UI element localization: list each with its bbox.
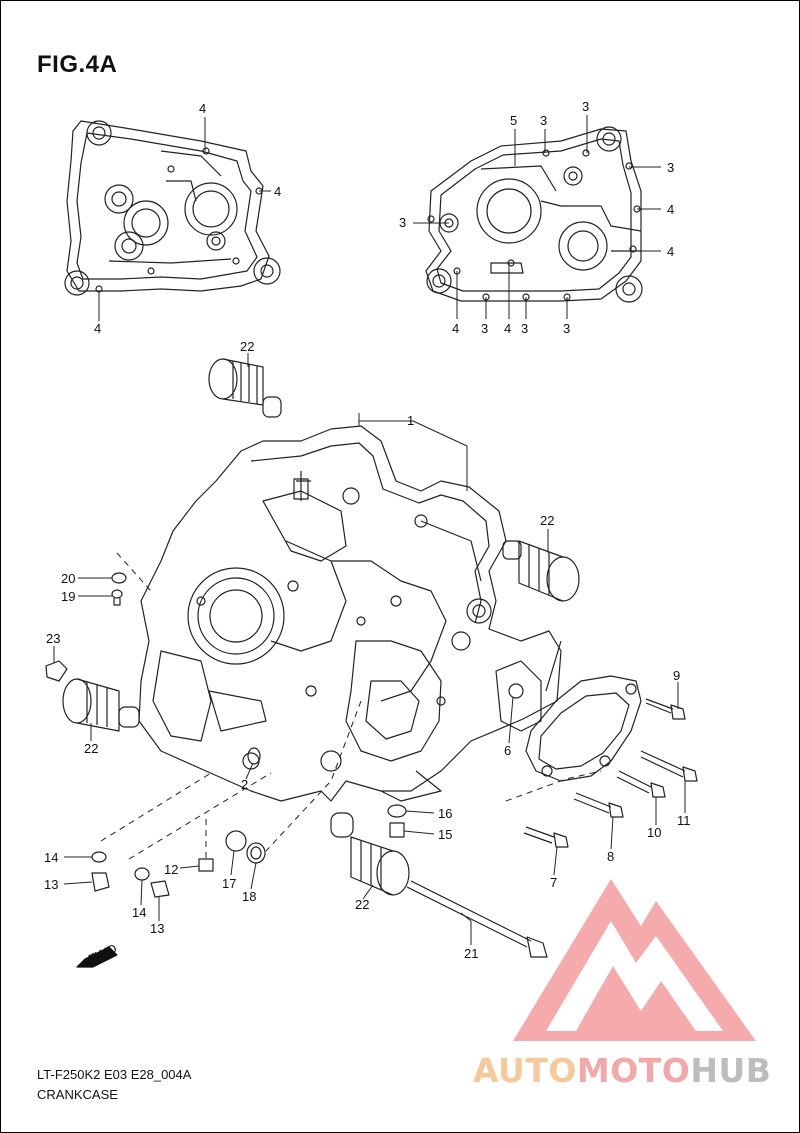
callout: 22 — [84, 741, 98, 756]
bolt-8 — [573, 792, 624, 818]
callout: 18 — [242, 889, 256, 904]
top-leader-lines — [98, 115, 661, 321]
callout: 4 — [504, 321, 511, 336]
crankcase-left-half-inner-view — [64, 120, 281, 296]
callout: 3 — [521, 321, 528, 336]
bearing-bottom — [330, 812, 410, 896]
callout: 3 — [582, 99, 589, 114]
long-bolt-21 — [406, 880, 548, 958]
callout: 16 — [438, 806, 452, 821]
watermark-part-moto: MOTO — [576, 1051, 691, 1090]
callout: 11 — [677, 813, 691, 828]
callout: 4 — [94, 321, 101, 336]
figure-title: FIG.4A — [37, 51, 118, 78]
callout: 17 — [222, 876, 236, 891]
callout: 3 — [481, 321, 488, 336]
fwd-arrow-icon — [76, 946, 118, 968]
callout: 8 — [607, 849, 614, 864]
callout: 15 — [438, 827, 452, 842]
callout: 12 — [164, 862, 178, 877]
main-leader-lines — [53, 353, 686, 945]
bolt-7 — [523, 826, 569, 848]
callouts-top-left: 4 4 4 — [94, 101, 281, 336]
callout: 4 — [199, 101, 206, 116]
callout: 22 — [355, 897, 369, 912]
bolt-10 — [616, 770, 666, 798]
callout: 22 — [240, 339, 254, 354]
callout: 4 — [667, 202, 674, 217]
callout: 3 — [540, 113, 547, 128]
figure-code: LT-F250K2 E03 E28_004A — [37, 1067, 192, 1082]
bearing-right — [502, 540, 580, 602]
watermark-part-auto: AUTO — [473, 1051, 577, 1090]
callout: 3 — [399, 215, 406, 230]
callout: 4 — [667, 244, 674, 259]
callout: 6 — [504, 743, 511, 758]
callout: 23 — [46, 631, 60, 646]
figure-name: CRANKCASE — [37, 1087, 118, 1102]
callout: 4 — [274, 184, 281, 199]
callout: 13 — [44, 877, 58, 892]
bolt-11 — [640, 750, 698, 782]
callout: 4 — [452, 321, 459, 336]
callout: 7 — [550, 875, 557, 890]
callout: 9 — [673, 668, 680, 683]
bolt-9 — [645, 698, 686, 720]
small-parts — [45, 572, 407, 898]
callout: 14 — [132, 905, 146, 920]
watermark-part-hub: HUB — [690, 1051, 772, 1090]
side-cover — [525, 675, 642, 782]
callout: 14 — [44, 850, 58, 865]
callouts-main: 1 22 22 22 22 20 19 23 2 6 9 10 11 8 7 1… — [44, 339, 691, 961]
alignment-dashed-lines — [100, 552, 602, 861]
callout: 19 — [61, 589, 75, 604]
callout: 13 — [150, 921, 164, 936]
callouts-top-right: 5 3 3 3 3 4 4 4 3 4 3 3 — [399, 99, 674, 336]
callout: 2 — [241, 777, 248, 792]
bearing-top — [208, 358, 282, 418]
callout: 10 — [647, 825, 661, 840]
callout: 21 — [464, 946, 478, 961]
callout: 3 — [667, 160, 674, 175]
callout: 20 — [61, 571, 75, 586]
crankcase-right-half-inner-view — [425, 126, 643, 303]
callout: 1 — [407, 413, 414, 428]
callout: 5 — [510, 113, 517, 128]
crankcase-assembly-main — [138, 425, 562, 802]
callout: 22 — [540, 513, 554, 528]
watermark-text: AUTOMOTOHUB — [473, 1051, 771, 1090]
bearing-left — [62, 678, 140, 732]
watermark-logo — [513, 879, 756, 1041]
callout: 3 — [563, 321, 570, 336]
